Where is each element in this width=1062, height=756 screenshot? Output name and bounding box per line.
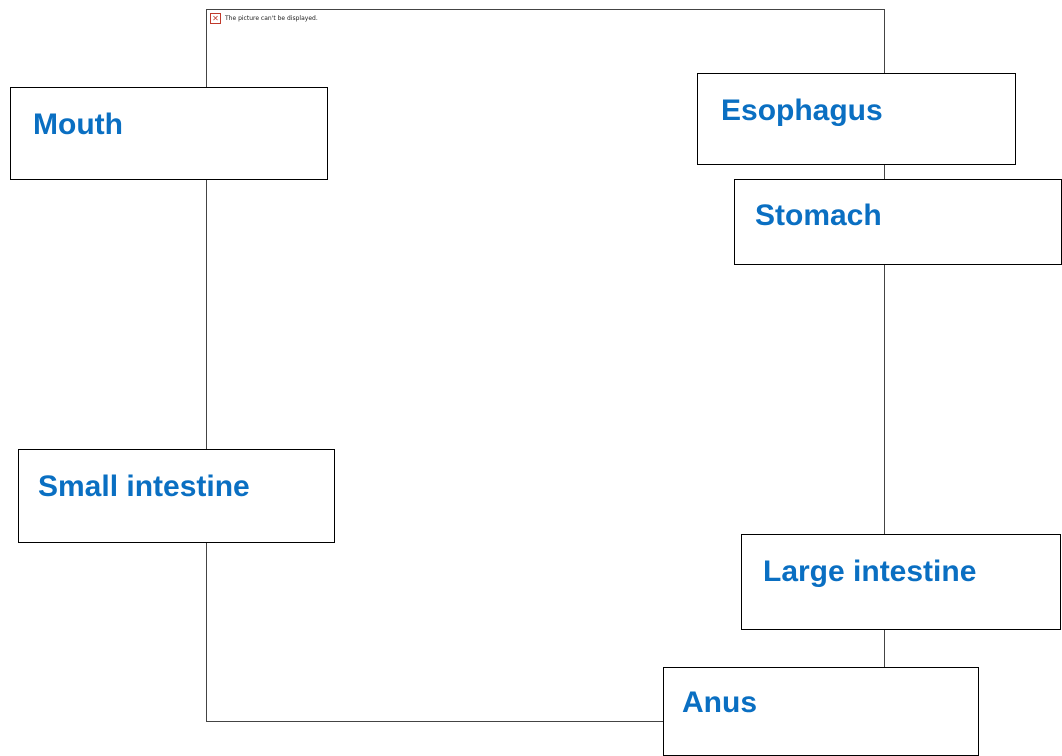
mouth-box: Mouth (10, 87, 328, 180)
large-intestine-box: Large intestine (741, 534, 1061, 630)
small-intestine-label: Small intestine (38, 470, 250, 503)
esophagus-label: Esophagus (721, 94, 883, 127)
broken-image-placeholder: ✕ The picture can't be displayed. (210, 13, 318, 24)
stomach-box: Stomach (734, 179, 1062, 265)
broken-image-icon: ✕ (210, 13, 221, 24)
anus-label: Anus (682, 686, 757, 719)
large-intestine-label: Large intestine (763, 555, 977, 588)
stomach-label: Stomach (755, 199, 882, 232)
esophagus-box: Esophagus (697, 73, 1016, 165)
mouth-label: Mouth (33, 108, 123, 141)
anus-box: Anus (663, 667, 979, 756)
small-intestine-box: Small intestine (18, 449, 335, 543)
broken-image-message: The picture can't be displayed. (225, 15, 318, 22)
